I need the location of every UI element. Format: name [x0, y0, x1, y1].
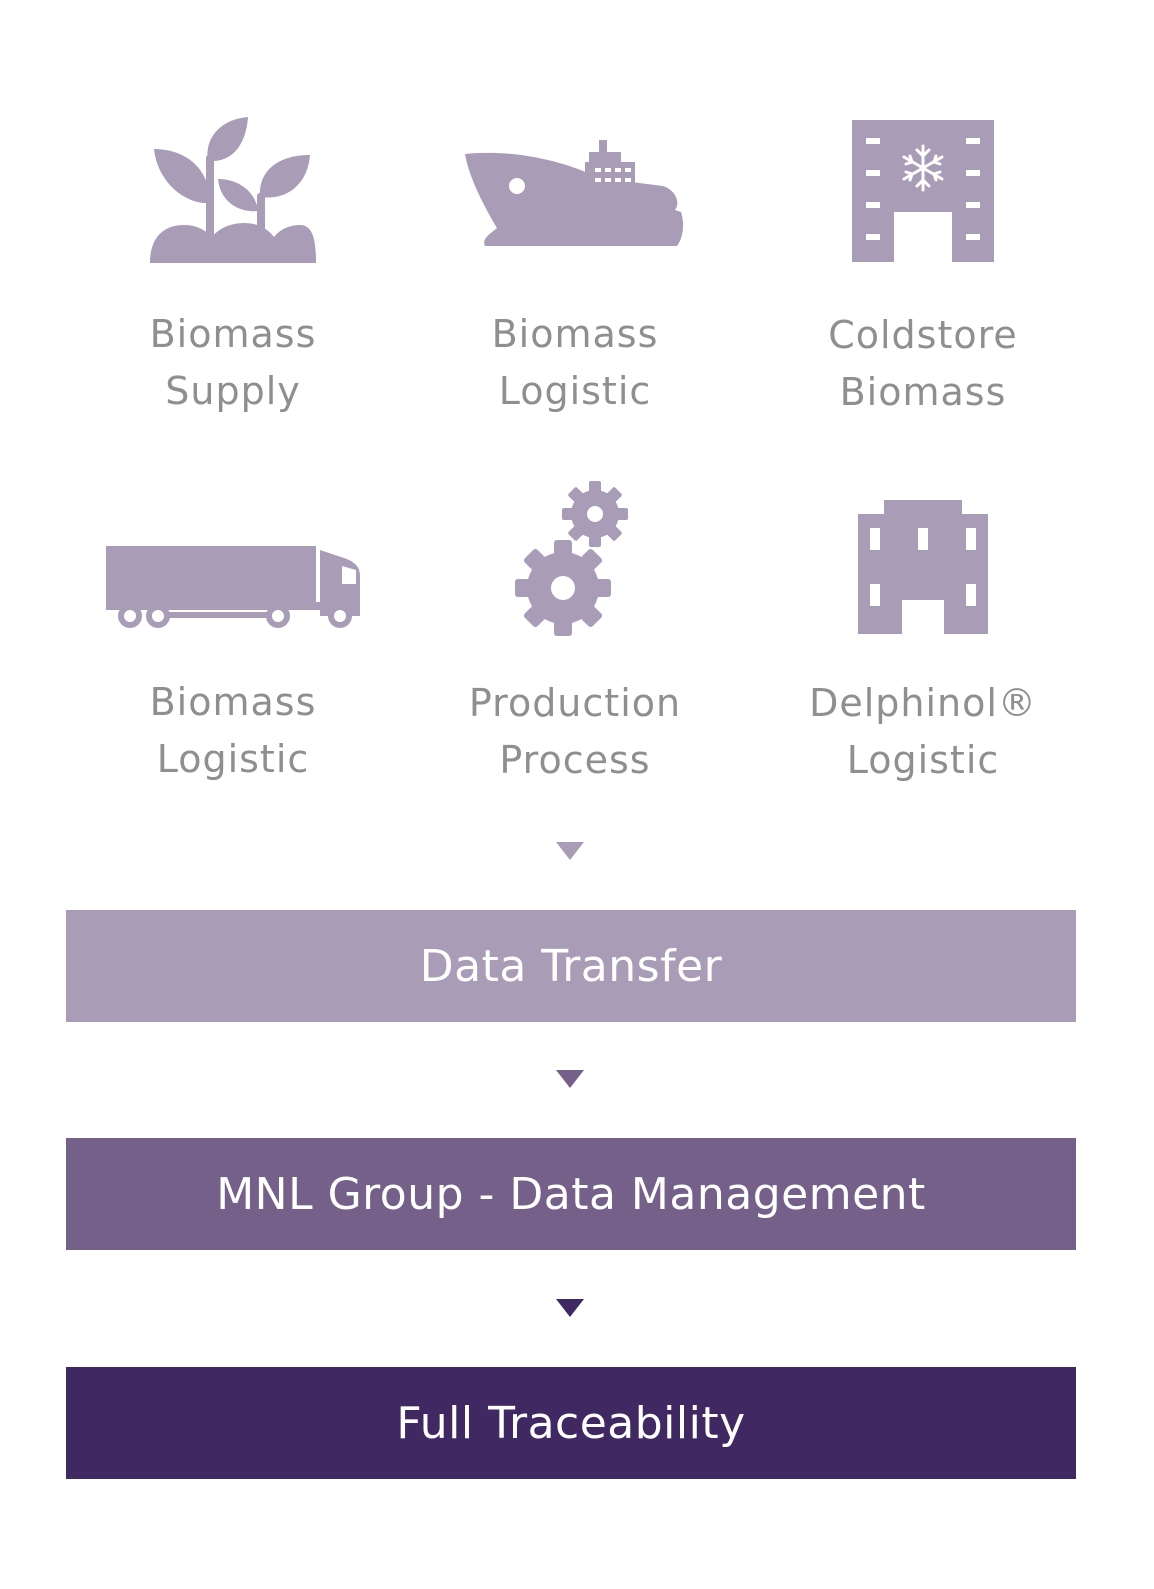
building-icon	[753, 500, 1093, 634]
item-label: Coldstore Biomass	[828, 313, 1018, 414]
ship-icon	[405, 138, 745, 250]
item-label: Biomass Logistic	[491, 312, 659, 413]
arrow-down-icon	[556, 842, 584, 860]
truck-icon	[63, 540, 403, 632]
data-management-bar: MNL Group - Data Management	[66, 1138, 1076, 1250]
data-transfer-bar: Data Transfer	[66, 910, 1076, 1022]
item-label: Biomass Logistic	[149, 680, 317, 781]
arrow-down-icon	[556, 1299, 584, 1317]
coldstore-icon	[753, 120, 1093, 262]
item-label: Biomass Supply	[149, 312, 317, 413]
gears-icon	[405, 478, 745, 638]
bar-label: Full Traceability	[396, 1397, 746, 1449]
item-label: Production Process	[468, 681, 682, 782]
item-label: Delphinol® Logistic	[809, 681, 1037, 782]
bar-label: MNL Group - Data Management	[216, 1168, 926, 1220]
bar-label: Data Transfer	[419, 940, 723, 992]
full-traceability-bar: Full Traceability	[66, 1367, 1076, 1479]
arrow-down-icon	[556, 1070, 584, 1088]
plant-icon	[63, 115, 403, 265]
